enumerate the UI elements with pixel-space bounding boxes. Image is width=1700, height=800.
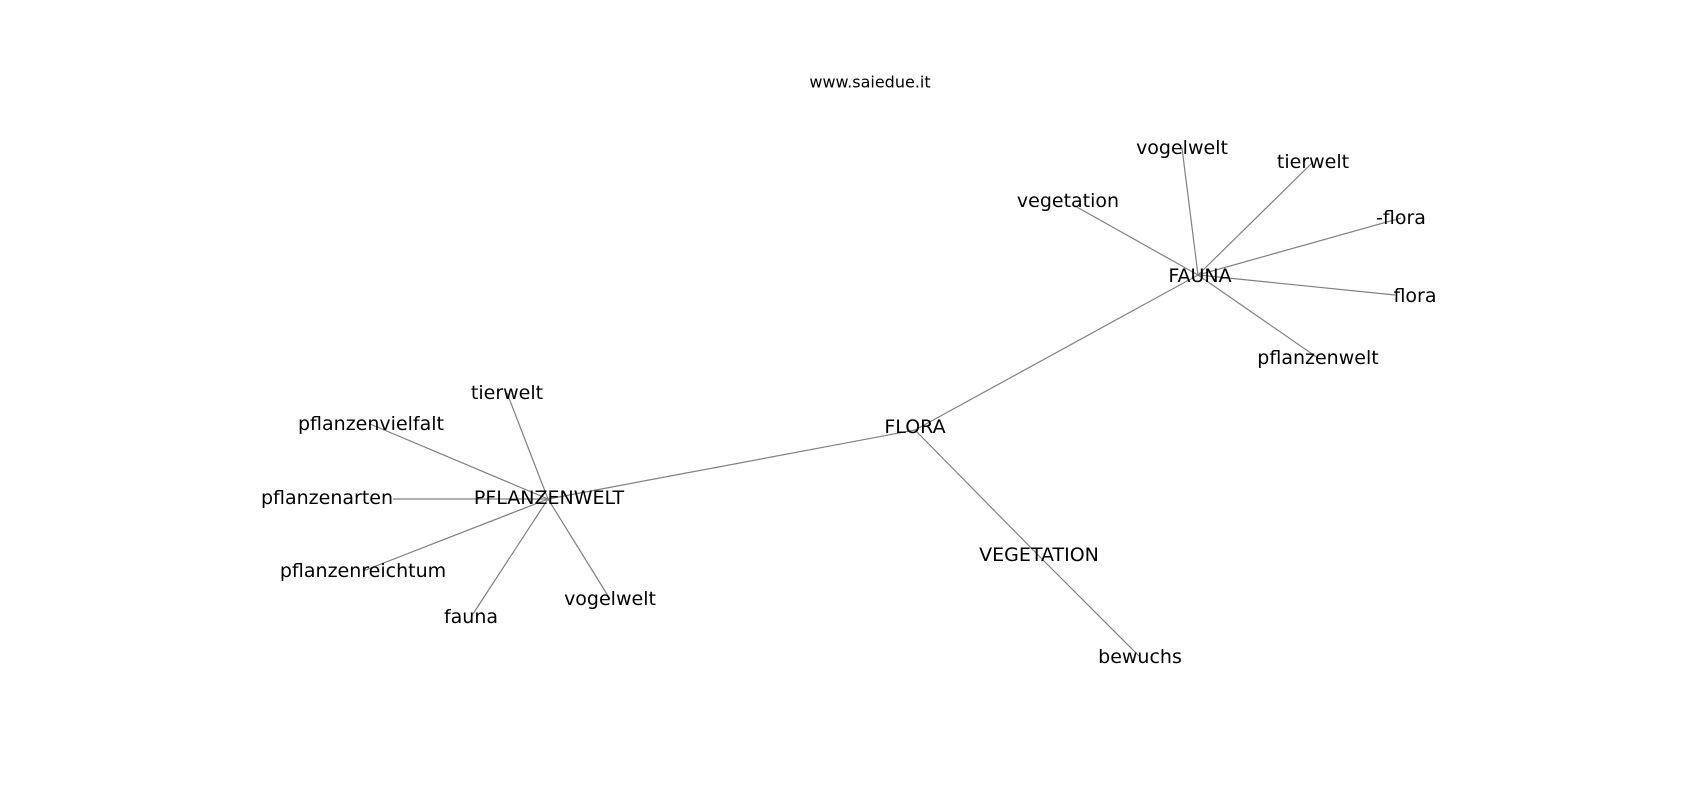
site-url-label: www.saiedue.it [809, 73, 930, 92]
node-flora-1: flora [1393, 285, 1436, 307]
edge-fauna_main-flora_dash [1197, 217, 1402, 276]
edge-flora_main-pflanzenwelt_main [547, 429, 916, 500]
node-vegetation-main: VEGETATION [979, 544, 1099, 566]
node-pflanzenvielfalt: pflanzenvielfalt [298, 413, 444, 435]
node-fauna-main: FAUNA [1168, 265, 1231, 287]
edge-pflanzenwelt_main-pflanzenvielfalt [369, 423, 549, 500]
node-pflanzenwelt-1: pflanzenwelt [1257, 347, 1378, 369]
graph-edges [362, 147, 1402, 658]
edge-pflanzenwelt_main-fauna_1 [470, 498, 549, 618]
node-fauna-1: fauna [444, 606, 498, 628]
edge-pflanzenwelt_main-pflanzenreichtum [362, 498, 549, 572]
node-flora-main: FLORA [884, 416, 945, 438]
edge-fauna_main-pflanzenwelt_1 [1197, 274, 1319, 359]
edge-fauna_main-flora_1 [1197, 274, 1396, 296]
edge-flora_main-fauna_main [914, 274, 1199, 431]
edge-flora_main-vegetation_main [914, 429, 1040, 557]
node-vogelwelt-1: vogelwelt [1136, 137, 1228, 159]
node-pflanzenreichtum: pflanzenreichtum [280, 560, 446, 582]
edge-fauna_main-vogelwelt_1 [1181, 147, 1199, 276]
node-vegetation-1: vegetation [1017, 190, 1119, 212]
node-tierwelt-2: tierwelt [471, 382, 543, 404]
edge-fauna_main-vegetation_1 [1074, 205, 1199, 276]
graph-nodes: FLORA FAUNA PFLANZENWELT VEGETATION vogelwel… [261, 137, 1437, 668]
node-pflanzenwelt-main: PFLANZENWELT [474, 487, 625, 509]
edge-vegetation_main-bewuchs [1038, 555, 1141, 658]
edge-pflanzenwelt_main-vogelwelt_2 [547, 498, 611, 600]
node-bewuchs: bewuchs [1098, 646, 1182, 668]
node-flora-dash: -flora [1376, 207, 1426, 229]
edge-pflanzenwelt_main-tierwelt_2 [506, 392, 549, 500]
edge-fauna_main-tierwelt_1 [1197, 161, 1314, 276]
node-pflanzenarten: pflanzenarten [261, 487, 393, 509]
node-tierwelt-1: tierwelt [1277, 151, 1349, 173]
node-vogelwelt-2: vogelwelt [564, 588, 656, 610]
